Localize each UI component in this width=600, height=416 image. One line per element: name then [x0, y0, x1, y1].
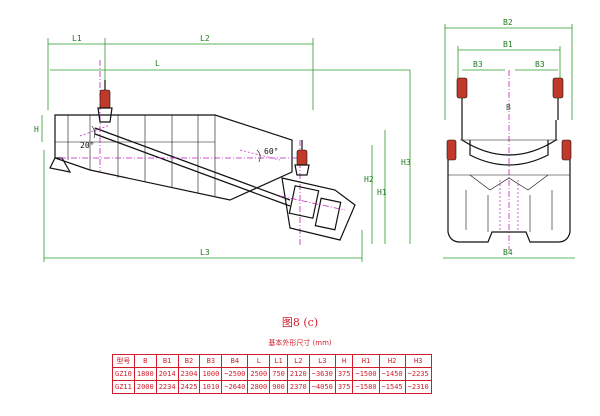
dim-h2-label: H2	[364, 175, 374, 184]
table-cell: ~2235	[404, 367, 432, 381]
dim-l3-label: L3	[200, 248, 210, 257]
figure-caption: 图8 (c)	[281, 316, 319, 329]
dim-h-label: H	[34, 125, 39, 134]
dim-b3-left-label: B3	[473, 60, 483, 69]
table-cell: GZ10	[112, 367, 135, 381]
table-cell: 2234	[155, 380, 179, 394]
table-cell: ~1545	[378, 380, 406, 394]
dimensions-table: 型号 B B1 B2 B3 B4 L L1 L2 L3 H H1 H2 H3 G…	[112, 354, 432, 394]
table-cell: 2000	[133, 380, 157, 394]
header-l2: L2	[286, 354, 310, 368]
table-cell: 750	[269, 367, 288, 381]
angle-60-label: 60°	[264, 147, 278, 156]
angle-20-label: 20°	[80, 141, 94, 150]
table-header-row: 型号 B B1 B2 B3 B4 L L1 L2 L3 H H1 H2 H3	[112, 354, 432, 368]
dim-l-label: L	[155, 59, 160, 68]
table-cell: 900	[269, 380, 288, 394]
table-cell: 2120	[286, 367, 310, 381]
dim-b4-label: B4	[503, 248, 513, 257]
header-h3: H3	[404, 354, 432, 368]
dim-b2-label: B2	[503, 18, 513, 27]
table-cell: ~1450	[378, 367, 406, 381]
header-b3: B3	[199, 354, 223, 368]
dim-b1-label: B1	[503, 40, 513, 49]
header-h: H	[334, 354, 354, 368]
table-cell: 1000	[199, 367, 223, 381]
technical-drawing: L1 L2 L H H3 H1 H2 L3	[34, 18, 575, 262]
table-cell: 375	[334, 367, 354, 381]
table-row: GZ10 1800 2014 2304 1000 ~2500 2500 750 …	[112, 367, 432, 381]
table-subtitle: 基本外形尺寸 (mm)	[268, 339, 332, 347]
dim-b-label: B	[506, 103, 511, 112]
table-cell: 1800	[133, 367, 157, 381]
table-cell: ~2500	[221, 367, 249, 381]
table-cell: GZ11	[112, 380, 135, 394]
header-l: L	[247, 354, 271, 368]
spring-hanger-left	[97, 80, 113, 123]
header-h1: H1	[352, 354, 380, 368]
front-view: B2 B1 B3 B3 B B4	[443, 18, 575, 259]
table-cell: 2425	[177, 380, 201, 394]
header-model: 型号	[112, 354, 135, 368]
table-cell: 375	[334, 380, 354, 394]
header-b2: B2	[177, 354, 201, 368]
table-cell: ~2640	[221, 380, 249, 394]
table-cell: 2800	[247, 380, 271, 394]
side-view: L1 L2 L H H3 H1 H2 L3	[34, 34, 411, 262]
header-l3: L3	[308, 354, 336, 368]
table-row: GZ11 2000 2234 2425 1010 ~2640 2800 900 …	[112, 380, 432, 394]
header-b: B	[133, 354, 157, 368]
table-cell: ~1580	[352, 380, 380, 394]
dim-h3-label: H3	[401, 158, 411, 167]
table-cell: ~3630	[308, 367, 336, 381]
table-cell: 2304	[177, 367, 201, 381]
header-l1: L1	[269, 354, 288, 368]
header-b4: B4	[221, 354, 249, 368]
header-b1: B1	[155, 354, 179, 368]
table-cell: 1010	[199, 380, 223, 394]
table-cell: ~2310	[404, 380, 432, 394]
table-cell: ~1500	[352, 367, 380, 381]
dim-h1-label: H1	[377, 188, 387, 197]
dim-l2-label: L2	[200, 34, 210, 43]
table-cell: 2500	[247, 367, 271, 381]
spring-hanger-right	[294, 140, 310, 176]
table-cell: 2370	[286, 380, 310, 394]
table-cell: 2014	[155, 367, 179, 381]
table-cell: ~4050	[308, 380, 336, 394]
header-h2: H2	[378, 354, 406, 368]
dim-l1-label: L1	[72, 34, 82, 43]
dim-b3-right-label: B3	[535, 60, 545, 69]
vibrator-motor	[279, 177, 356, 241]
